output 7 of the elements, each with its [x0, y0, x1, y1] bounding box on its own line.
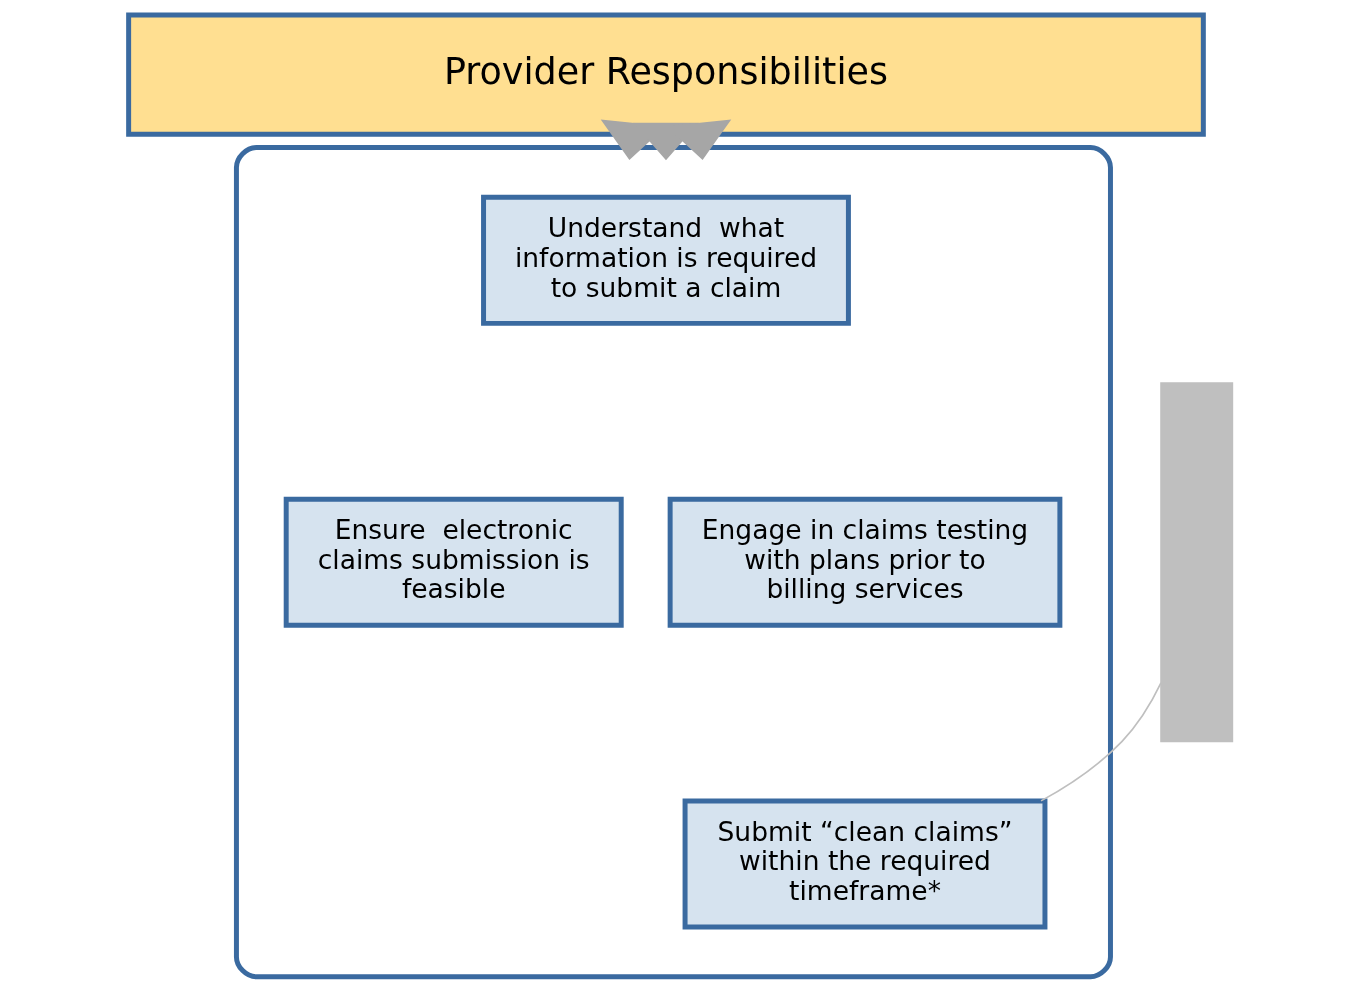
- cluster: [233, 145, 1113, 980]
- connector: [1039, 682, 1162, 802]
- node-box: Submit “clean claims” within the required timeframe*: [682, 798, 1047, 930]
- node-box: Ensure electronic claims submission is feasible: [283, 496, 624, 628]
- node-box: Engage in claims testing with plans prior to billing services: [667, 496, 1062, 628]
- node-box: Understand what information is required to submit a claim: [480, 194, 851, 326]
- node-box: [1159, 382, 1233, 743]
